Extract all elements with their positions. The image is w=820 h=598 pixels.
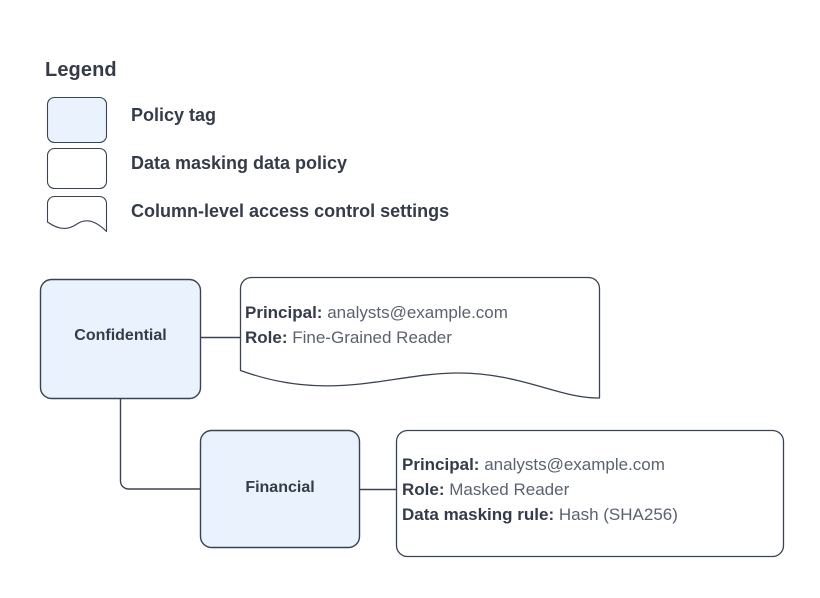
callout-line: Principal: analysts@example.com xyxy=(402,452,678,477)
callout-line-key: Principal: xyxy=(402,455,480,474)
node-financial-shape[interactable] xyxy=(199,429,361,549)
node-confidential-shape[interactable] xyxy=(39,278,202,400)
callout-line-value: Fine-Grained Reader xyxy=(292,328,452,347)
legend-item-label-policy-tag: Policy tag xyxy=(131,105,217,125)
legend-item-label-column-level-access-control-settings: Column-level access control settings xyxy=(131,201,450,221)
callout-line-value: Hash (SHA256) xyxy=(558,505,678,524)
callout-line: Principal: analysts@example.com xyxy=(245,300,508,325)
callout-line: Role: Fine-Grained Reader xyxy=(245,325,508,350)
callout-confidential-settings-text: Principal: analysts@example.com Role: Fi… xyxy=(245,300,508,350)
callout-financial-policy-text: Principal: analysts@example.com Role: Ma… xyxy=(402,452,678,527)
legend-swatch-policy-tag xyxy=(46,96,108,144)
callout-line-value: analysts@example.com xyxy=(484,455,665,474)
node-label-confidential: Confidential xyxy=(74,327,167,344)
callout-line-key: Principal: xyxy=(245,303,323,322)
callout-line: Role: Masked Reader xyxy=(402,477,678,502)
callout-line-value: Masked Reader xyxy=(449,480,570,499)
connector-confidential-to-financial xyxy=(119,399,200,490)
callout-line-key: Role: xyxy=(402,480,445,499)
legend-swatch-column-level-access-control-settings xyxy=(46,195,108,233)
callout-line-key: Role: xyxy=(245,328,288,347)
legend-item-label-data-masking-data-policy: Data masking data policy xyxy=(131,153,348,173)
legend-swatch-data-masking-data-policy xyxy=(46,147,108,190)
node-label-financial: Financial xyxy=(245,479,315,496)
callout-line-key: Data masking rule: xyxy=(402,505,555,524)
callout-confidential-settings-shape[interactable] xyxy=(239,276,601,399)
callout-line: Data masking rule: Hash (SHA256) xyxy=(402,502,678,527)
callout-line-value: analysts@example.com xyxy=(327,303,508,322)
legend-title: Legend xyxy=(45,59,117,81)
callout-financial-policy-shape[interactable] xyxy=(395,429,785,558)
